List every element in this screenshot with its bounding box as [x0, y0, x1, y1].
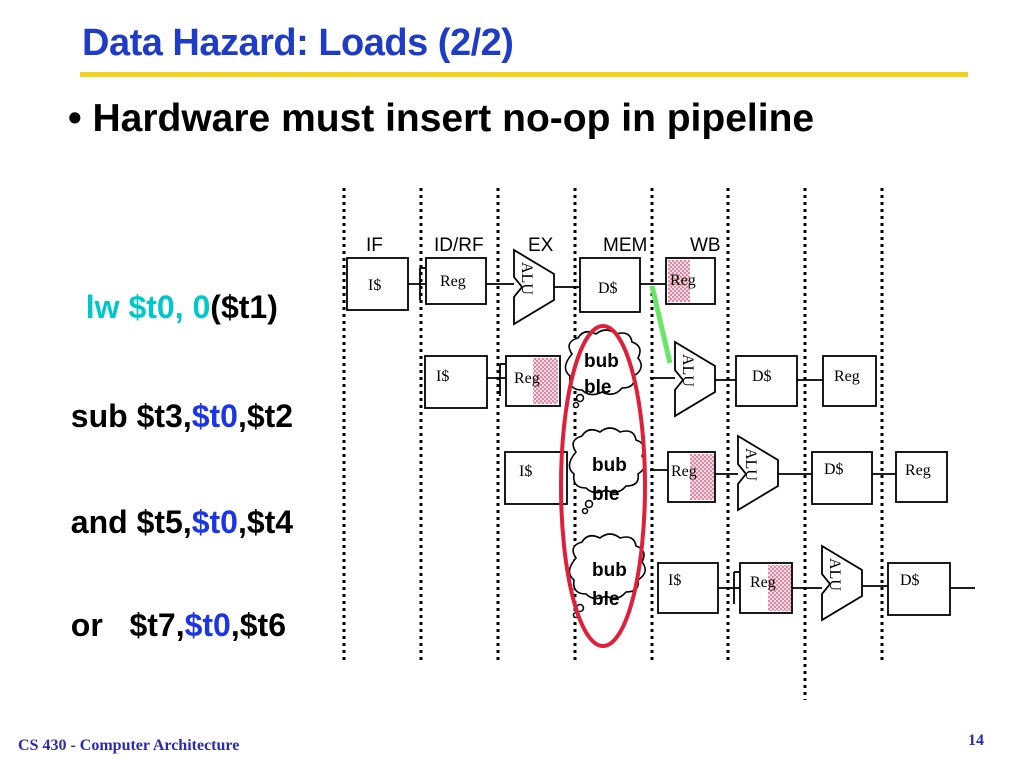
dcache-label: D$: [598, 280, 618, 297]
forwarding-path: [649, 285, 673, 364]
pipeline-row-and-labels: I$ Reg ALU D$ Reg: [519, 448, 931, 481]
dcache-box: [579, 257, 641, 313]
stage-label: ID/RF: [434, 235, 484, 256]
alu-shape: [737, 434, 779, 512]
stage-label: WB: [690, 235, 721, 256]
icache-label: I$: [436, 368, 449, 385]
bubble-label-top: bub: [592, 560, 627, 581]
pipeline-row-sub-labels: I$ Reg ALU D$ Reg: [436, 354, 860, 387]
instr-op: and $t5,: [70, 504, 192, 540]
stage-label: MEM: [603, 235, 647, 256]
alu-shape: [821, 544, 863, 622]
pipeline-row-or: [657, 544, 975, 622]
dcache-label: D$: [900, 572, 920, 589]
title-underline: [80, 72, 968, 77]
instruction-lw: lw $t0, 0($t1): [68, 252, 278, 326]
regfile-label: Reg: [514, 370, 540, 387]
slide-title: Data Hazard: Loads (2/2): [82, 22, 514, 64]
dcache-box: [811, 451, 873, 505]
regfile-box: [895, 451, 948, 503]
alu-label: ALU: [742, 448, 759, 481]
pipeline-row-and: [504, 434, 948, 512]
regfile-label: Reg: [440, 273, 466, 290]
instruction-and: and $t5,$t0,$t4: [53, 467, 293, 541]
bubble-label-bottom: ble: [592, 484, 619, 505]
alu-label: ALU: [679, 354, 696, 387]
pipeline-row-or-labels: I$ Reg ALU D$: [668, 558, 920, 591]
footer-page-number: 14: [968, 732, 984, 749]
regfile-label: Reg: [671, 463, 697, 480]
instr-op: sub $t3,: [70, 398, 192, 434]
stage-labels: IF ID/RF EX MEM WB: [366, 235, 721, 256]
bubble-label-top: bub: [584, 351, 619, 372]
regfile-box: [425, 257, 487, 305]
instruction-or: or $t7,$t0,$t6: [53, 570, 286, 644]
alu-label: ALU: [518, 262, 535, 295]
icache-box: [346, 257, 409, 311]
icache-box: [424, 355, 488, 409]
instr-rest: ,$t4: [237, 504, 294, 540]
stage-label: IF: [366, 235, 383, 256]
instr-op: lw: [85, 289, 129, 325]
icache-label: I$: [368, 277, 381, 294]
regfile-label: Reg: [670, 272, 696, 289]
icache-label: I$: [668, 572, 681, 589]
pipeline-row-sub: [424, 340, 877, 418]
instr-rest: ($t1): [210, 289, 278, 325]
instr-reg: $t0: [191, 398, 238, 434]
regfile-box: [822, 355, 877, 407]
instr-op: or $t7,: [70, 607, 185, 643]
instr-reg: $t0: [184, 607, 231, 643]
alu-shape: [513, 248, 555, 326]
pipeline-row-lw-labels: I$ Reg ALU D$ Reg: [368, 262, 696, 297]
icache-label: I$: [519, 463, 532, 480]
regfile-label: Reg: [750, 574, 776, 591]
bubble-cloud-3: bub ble: [568, 533, 646, 619]
regfile-label: Reg: [905, 462, 931, 479]
instr-dst: $t0, 0: [128, 289, 211, 325]
dcache-label: D$: [824, 461, 844, 478]
bubble-highlight-oval: [559, 324, 647, 648]
bubble-label-bottom: ble: [584, 377, 611, 398]
bubble-label-bottom: ble: [592, 589, 619, 610]
instr-rest: ,$t6: [230, 607, 286, 643]
icache-box: [657, 562, 719, 614]
instruction-sub: sub $t3,$t0,$t2: [53, 361, 293, 435]
footer-course: CS 430 - Computer Architecture: [18, 737, 240, 754]
pipeline-row-lw: [346, 248, 716, 326]
alu-label: ALU: [826, 558, 843, 591]
dcache-box: [735, 355, 798, 407]
instr-reg: $t0: [191, 504, 238, 540]
bubble-cloud-2: bub ble: [568, 427, 646, 515]
regfile-label: Reg: [834, 368, 860, 385]
dcache-box: [887, 562, 951, 616]
icache-box: [504, 451, 568, 505]
bullet-text: • Hardware must insert no-op in pipeline: [68, 97, 815, 140]
bubble-label-top: bub: [592, 455, 627, 476]
stage-label: EX: [528, 235, 554, 256]
dcache-label: D$: [752, 368, 772, 385]
alu-shape: [674, 340, 716, 418]
instr-rest: ,$t2: [237, 398, 294, 434]
